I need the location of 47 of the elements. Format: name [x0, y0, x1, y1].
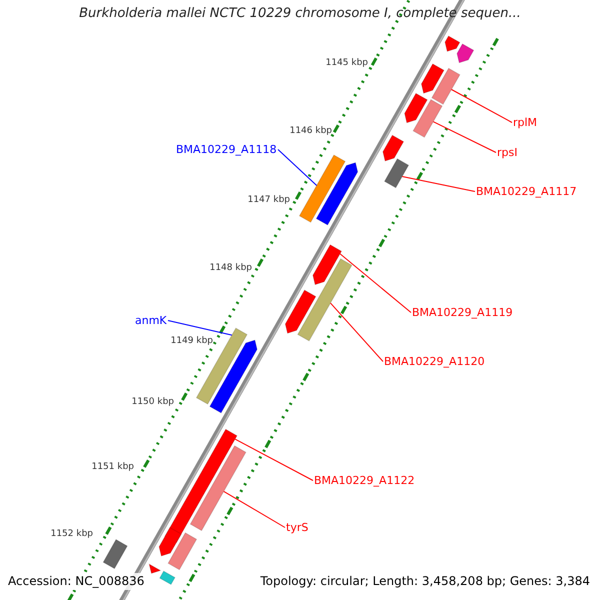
gene-block	[297, 258, 352, 342]
gene-block	[284, 290, 316, 334]
gene-block	[196, 328, 248, 405]
gene-label: BMA10229_A1119	[412, 306, 513, 319]
gene-block	[158, 527, 182, 557]
gene-block	[382, 134, 404, 162]
leader-line	[223, 490, 286, 528]
leader-line	[234, 438, 314, 481]
gene-block	[412, 99, 443, 138]
map-title: Burkholderia mallei NCTC 10229 chromosome I, complete sequen...	[78, 6, 522, 21]
gene-block	[316, 162, 358, 226]
leader-line	[402, 176, 476, 192]
tick-label: 1151 kbp	[92, 462, 134, 473]
gene-label: BMA10229_A1117	[476, 185, 577, 198]
gene-label: BMA10229_A1118	[176, 143, 277, 156]
leader-line	[451, 89, 512, 123]
gene-block	[298, 154, 346, 223]
gene-block	[456, 43, 474, 64]
tick-label: 1145 kbp	[326, 58, 368, 69]
gene-block	[159, 570, 176, 586]
tick-label: 1146 kbp	[290, 126, 332, 137]
leader-line	[278, 149, 318, 186]
leader-line	[330, 302, 384, 362]
gene-block	[312, 244, 342, 286]
tick-label: 1148 kbp	[210, 263, 252, 274]
gene-label: BMA10229_A1120	[384, 355, 485, 368]
leader-line	[340, 253, 412, 313]
tick-label: 1152 kbp	[50, 529, 93, 540]
gene-block	[168, 532, 198, 570]
gene-block	[431, 68, 460, 105]
gene-block	[404, 92, 428, 124]
tick-label: 1150 kbp	[132, 397, 174, 408]
gene-block	[420, 63, 445, 94]
gene-block	[102, 538, 128, 570]
tick-label: 1147 kbp	[248, 195, 290, 206]
gene-label: tyrS	[286, 521, 308, 534]
gene-label: rpsI	[497, 146, 518, 159]
tick-label: 1149 kbp	[170, 336, 213, 347]
leader-line	[432, 121, 496, 153]
gene-block	[384, 158, 410, 188]
gene-label: rplM	[513, 116, 538, 129]
gene-label: anmK	[135, 314, 167, 327]
gene-block	[148, 564, 161, 574]
leader-line	[168, 320, 232, 336]
gene-block	[444, 35, 460, 52]
gene-label: BMA10229_A1122	[314, 474, 415, 487]
gene-block	[190, 445, 246, 532]
